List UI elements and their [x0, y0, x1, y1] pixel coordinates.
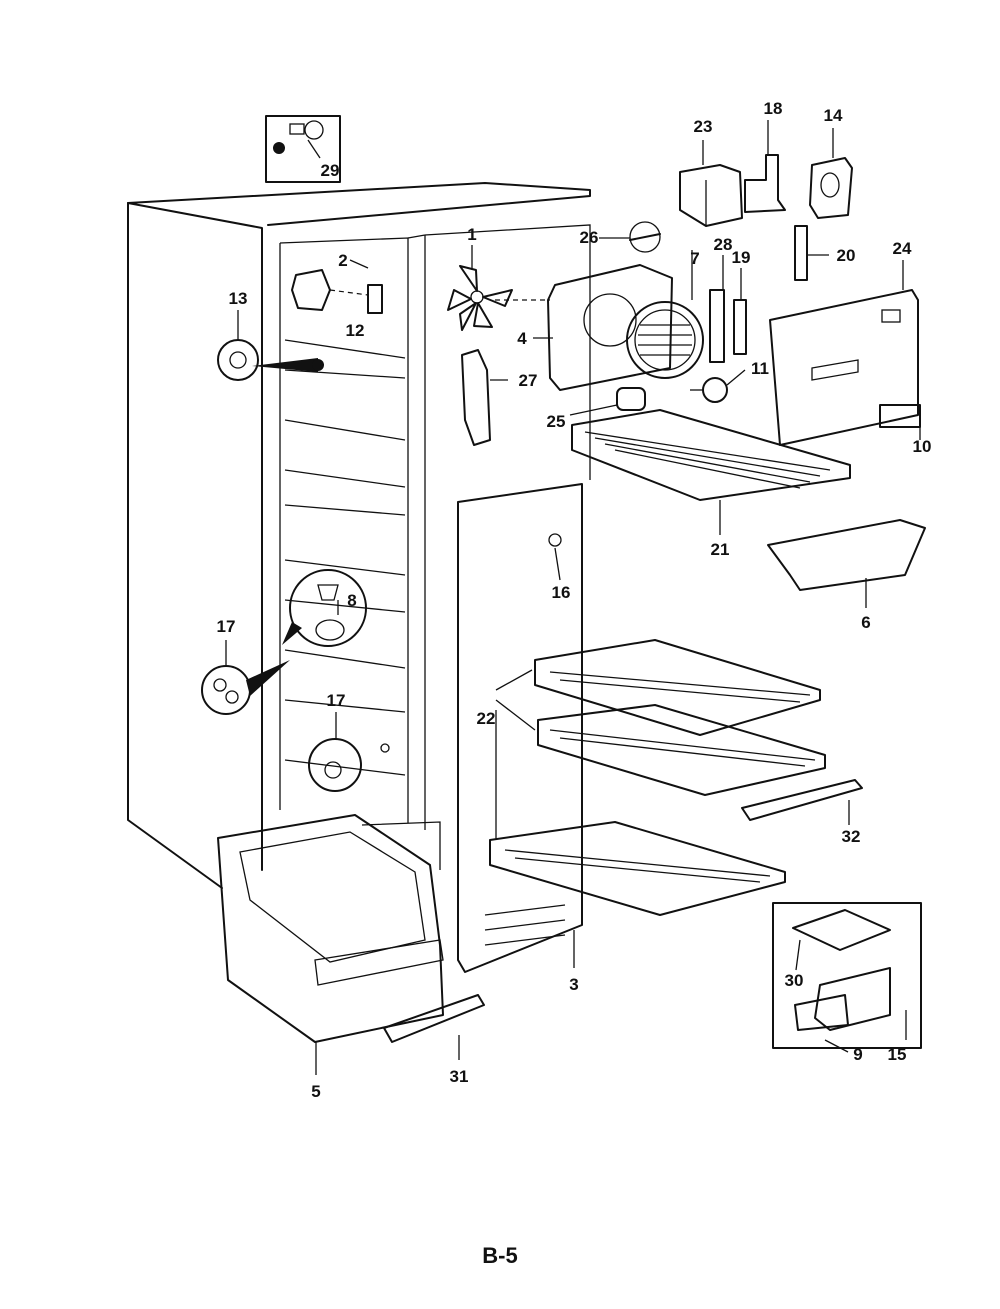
part-27-bracket: [461, 349, 491, 446]
callout-14: 14: [824, 106, 843, 125]
part-6-pan: [767, 519, 926, 591]
part-4-motor-bracket: [547, 264, 673, 391]
part-7-grille: [626, 301, 704, 379]
callout-6: 6: [861, 613, 870, 632]
callout-30: 30: [785, 971, 804, 990]
part-8-callout: [282, 569, 367, 647]
part-2-bracket: [367, 284, 383, 314]
callout-11: 11: [751, 359, 769, 378]
callout-12: 12: [346, 321, 365, 340]
callout-17-lower: 17: [327, 691, 346, 710]
part-5-crisper-bin: [217, 814, 444, 1043]
callout-5: 5: [311, 1082, 320, 1101]
callout-17-upper: 17: [217, 617, 236, 636]
callout-7: 7: [690, 249, 699, 268]
part-25-socket: [616, 387, 646, 411]
callout-2: 2: [338, 251, 347, 270]
callout-1: 1: [467, 225, 476, 244]
part-21-shelf: [571, 409, 851, 501]
callout-13: 13: [229, 289, 248, 308]
callout-4: 4: [517, 329, 527, 348]
inset-box-part-29: [265, 115, 341, 183]
callout-19: 19: [732, 248, 751, 267]
callout-18: 18: [764, 99, 783, 118]
part-31-rail: [383, 994, 485, 1043]
callout-29: 29: [321, 161, 340, 180]
part-19-strip: [733, 299, 747, 355]
callout-21: 21: [711, 540, 730, 559]
part-1-fan-blade: [447, 265, 513, 331]
part-32-rail: [741, 779, 863, 821]
part-22-shelves: [534, 639, 826, 796]
callout-31: 31: [450, 1067, 469, 1086]
callout-26: 26: [580, 228, 599, 247]
part-22-bottom-shelf: [489, 821, 786, 916]
part-14-housing: [809, 157, 853, 219]
part-24-cover-panel: [769, 289, 919, 446]
part-17-callout-lower: [308, 738, 390, 792]
part-17-callout-upper: [201, 660, 290, 715]
part-28-strip: [709, 289, 725, 363]
part-10-lens: [879, 404, 921, 428]
callout-20: 20: [837, 246, 856, 265]
callout-16: 16: [552, 583, 571, 602]
callout-3: 3: [569, 975, 578, 994]
callout-labels: 1 2 3 4 5 6 7 8 9 10 11 12 13 14 15 16 1…: [217, 99, 932, 1101]
part-18-bracket: [744, 154, 786, 213]
page-number: B-5: [482, 1243, 518, 1268]
refrigerator-cabinet: [127, 182, 591, 889]
part-3-liner-panel: [457, 483, 583, 973]
callout-24: 24: [893, 239, 912, 258]
part-11-bulb: [690, 377, 728, 403]
callout-22: 22: [477, 709, 496, 728]
callout-15: 15: [888, 1045, 907, 1064]
part-13-knob-callout: [217, 339, 324, 381]
callout-23: 23: [694, 117, 713, 136]
callout-27: 27: [519, 371, 538, 390]
callout-32: 32: [842, 827, 861, 846]
callout-28: 28: [714, 235, 733, 254]
part-20-strip: [794, 225, 808, 281]
callout-9: 9: [853, 1045, 862, 1064]
inset-box-parts-30-9-15: [772, 902, 922, 1049]
part-26-fan-part: [629, 221, 661, 253]
callout-8: 8: [347, 591, 356, 610]
part-23-bracket: [679, 164, 743, 227]
callout-10: 10: [913, 437, 932, 456]
part-12-thermostat: [291, 269, 331, 311]
callout-25: 25: [547, 412, 566, 431]
leader-lines: [225, 120, 921, 1075]
